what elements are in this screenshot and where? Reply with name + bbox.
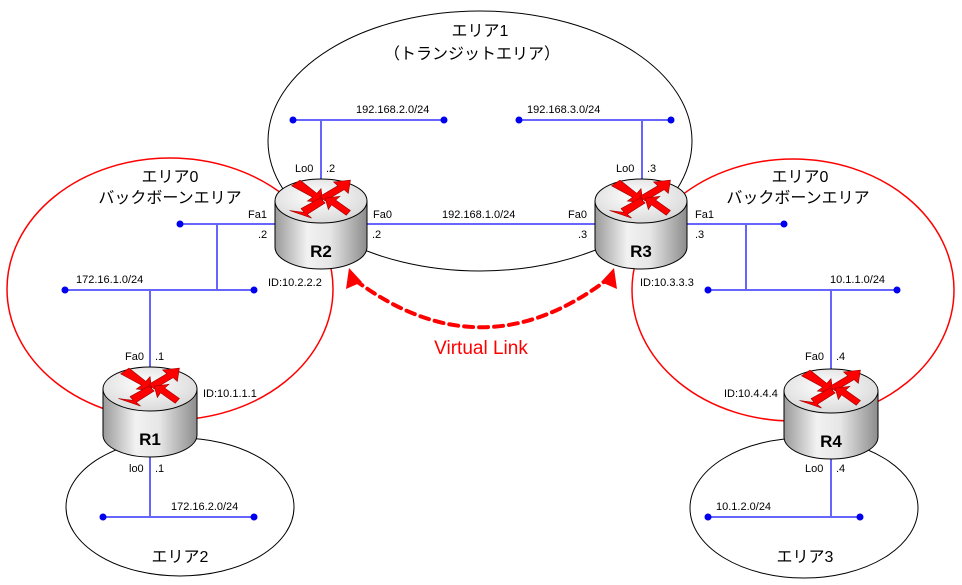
network-links bbox=[65, 119, 897, 518]
area0-left-title: エリア0 bbox=[142, 169, 199, 186]
router-name: R1 bbox=[139, 430, 161, 449]
r3-fa0-label: Fa0 bbox=[568, 209, 587, 221]
r2-lo0-label: Lo0 bbox=[295, 163, 313, 175]
area3-title: エリア3 bbox=[777, 549, 834, 566]
area0-right-title: エリア0 bbox=[772, 169, 829, 186]
r2-fa0-ip: .2 bbox=[372, 229, 381, 241]
r2-fa0-label: Fa0 bbox=[373, 209, 392, 221]
router-r1[interactable]: R1 bbox=[102, 366, 198, 458]
r1-fa0-label: Fa0 bbox=[125, 351, 144, 363]
r3-fa1-ip: .3 bbox=[695, 229, 704, 241]
r3-fa0-ip: .3 bbox=[578, 229, 587, 241]
endpoint-dot bbox=[704, 513, 712, 521]
endpoint-dot bbox=[440, 116, 448, 124]
area0-left-subtitle: バックボーンエリア bbox=[98, 189, 241, 207]
router-r4[interactable]: R4 bbox=[783, 368, 879, 460]
r4-router-id: ID:10.4.4.4 bbox=[724, 388, 778, 400]
endpoint-dot bbox=[61, 286, 69, 294]
network-label-10-1-1: 10.1.1.0/24 bbox=[830, 274, 885, 286]
endpoint-dot bbox=[250, 513, 258, 521]
area1-boundary bbox=[267, 10, 693, 272]
endpoint-dot bbox=[704, 286, 712, 294]
network-label-192-168-2: 192.168.2.0/24 bbox=[356, 104, 429, 116]
network-label-172-16-2: 172.16.2.0/24 bbox=[171, 501, 238, 513]
r4-fa0-ip: .4 bbox=[836, 351, 845, 363]
virtual-link-arrow-right bbox=[601, 268, 617, 289]
r3-fa1-label: Fa1 bbox=[695, 209, 714, 221]
network-label-10-1-2: 10.1.2.0/24 bbox=[716, 501, 771, 513]
router-name: R3 bbox=[630, 242, 652, 261]
endpoint-dot bbox=[289, 116, 297, 124]
virtual-link-label: Virtual Link bbox=[434, 338, 528, 359]
endpoint-dot bbox=[99, 513, 107, 521]
r4-lo0-label: Lo0 bbox=[805, 463, 823, 475]
endpoint-dot bbox=[176, 220, 184, 228]
r3-router-id: ID:10.3.3.3 bbox=[640, 277, 694, 289]
endpoint-dot bbox=[856, 513, 864, 521]
network-label-192-168-1: 192.168.1.0/24 bbox=[442, 209, 515, 221]
r2-fa1-label: Fa1 bbox=[248, 209, 267, 221]
router-name: R4 bbox=[820, 432, 842, 451]
r1-lo0-label: lo0 bbox=[129, 463, 144, 475]
router-r3[interactable]: R3 bbox=[594, 178, 688, 270]
endpoint-dot bbox=[667, 116, 675, 124]
network-label-172-16-1: 172.16.1.0/24 bbox=[76, 274, 143, 286]
area2-title: エリア2 bbox=[152, 549, 209, 566]
router-name: R2 bbox=[310, 242, 332, 261]
r4-fa0-label: Fa0 bbox=[805, 351, 824, 363]
endpoint-dot bbox=[893, 286, 901, 294]
r1-router-id: ID:10.1.1.1 bbox=[203, 388, 257, 400]
endpoint-dot bbox=[780, 220, 788, 228]
area1-subtitle: （トランジットエリア） bbox=[384, 45, 560, 63]
area1-title: エリア1 bbox=[452, 23, 509, 40]
endpoint-dot bbox=[515, 116, 523, 124]
r2-lo0-ip: .2 bbox=[326, 163, 335, 175]
virtual-link-arrow-left bbox=[346, 268, 362, 289]
r3-lo0-ip: .3 bbox=[647, 163, 656, 175]
area0-right-subtitle: バックボーンエリア bbox=[726, 189, 869, 207]
r1-lo0-ip: .1 bbox=[155, 463, 164, 475]
r2-router-id: ID:10.2.2.2 bbox=[268, 277, 322, 289]
network-endpoints bbox=[61, 116, 901, 521]
router-r2[interactable]: R2 bbox=[274, 178, 368, 270]
r1-fa0-ip: .1 bbox=[155, 351, 164, 363]
r2-fa1-ip: .2 bbox=[258, 229, 267, 241]
r4-lo0-ip: .4 bbox=[836, 463, 845, 475]
network-label-192-168-3: 192.168.3.0/24 bbox=[527, 104, 600, 116]
r3-lo0-label: Lo0 bbox=[616, 163, 634, 175]
virtual-link-curve bbox=[353, 277, 610, 330]
endpoint-dot bbox=[250, 286, 258, 294]
